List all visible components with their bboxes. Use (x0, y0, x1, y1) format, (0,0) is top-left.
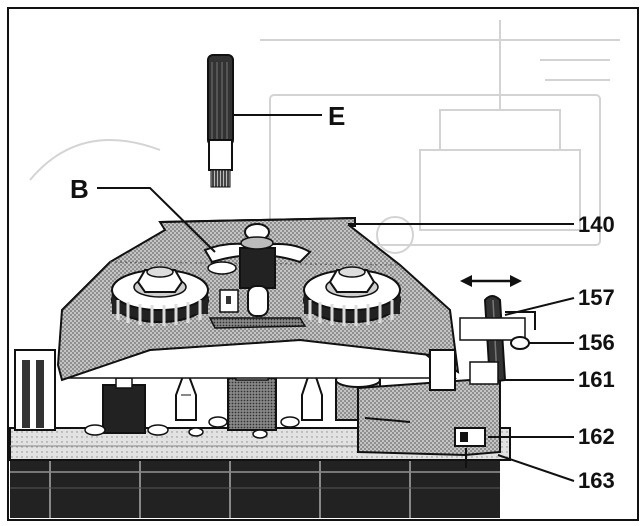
central-spindle (203, 223, 312, 329)
left-bracket (14, 349, 56, 431)
pinch-roller-lever (357, 378, 501, 468)
callout-162: 162 (578, 424, 615, 449)
callout-140: 140 (578, 212, 615, 237)
callout-E: E (328, 101, 345, 131)
faint-background-mechanism (29, 20, 620, 254)
right-reel-gear (303, 266, 401, 326)
left-reel-gear (111, 266, 209, 326)
leader-lines (97, 114, 575, 482)
callout-161: 161 (578, 367, 615, 392)
base-rail (10, 458, 500, 518)
callout-157: 157 (578, 285, 615, 310)
movement-double-arrow (460, 275, 522, 287)
callout-163: 163 (578, 468, 615, 493)
callout-156: 156 (578, 330, 615, 355)
adjustment-bracket (429, 311, 536, 391)
callout-B: B (70, 174, 89, 204)
cleaning-brush (207, 54, 234, 188)
